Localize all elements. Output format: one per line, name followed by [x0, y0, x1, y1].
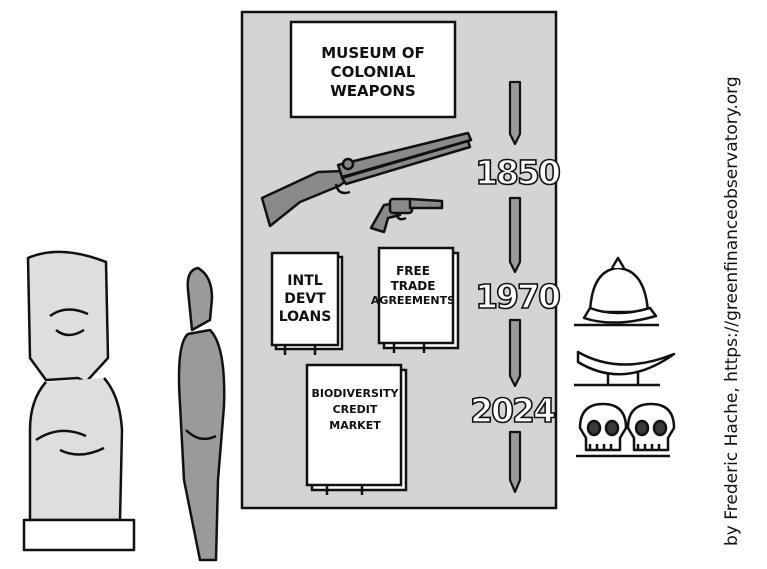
title-line-1: MUSEUM OF: [321, 44, 424, 62]
helmet-icon: [574, 256, 659, 327]
revolver-icon: [369, 197, 444, 234]
title-line-3: WEAPONS: [330, 82, 416, 100]
rifle-icon: [260, 131, 473, 228]
statue-icon: [22, 250, 136, 552]
year-1850: 1850: [475, 153, 560, 192]
trade-line-2: TRADE: [391, 279, 436, 293]
bio-line-2: CREDIT: [333, 403, 378, 416]
skull-icon-2: [626, 402, 676, 452]
artist-credit: by Frederic Hache, https://greenfinanceo…: [722, 76, 742, 546]
year-1970: 1970: [475, 277, 560, 316]
loans-line-1: INTL: [287, 273, 322, 289]
loans-line-3: LOANS: [279, 309, 332, 325]
timeline-arrows: [508, 80, 522, 494]
loans-line-2: DEVT: [284, 291, 326, 307]
trade-line-1: FREE: [396, 264, 430, 278]
person-figure: [177, 266, 226, 562]
document-loans: [270, 251, 344, 355]
year-2024: 2024: [470, 391, 555, 430]
bio-line-1: BIODIVERSITY: [311, 387, 399, 400]
document-biodiversity: [305, 363, 408, 495]
trade-line-3: AGREEMENTS: [371, 294, 455, 307]
document-trade: [377, 246, 460, 353]
bio-line-3: MARKET: [329, 419, 381, 432]
skull-icon: [578, 402, 628, 452]
title-line-2: COLONIAL: [331, 63, 416, 81]
tusk-icon: [574, 350, 676, 387]
title-plaque: [289, 20, 457, 119]
